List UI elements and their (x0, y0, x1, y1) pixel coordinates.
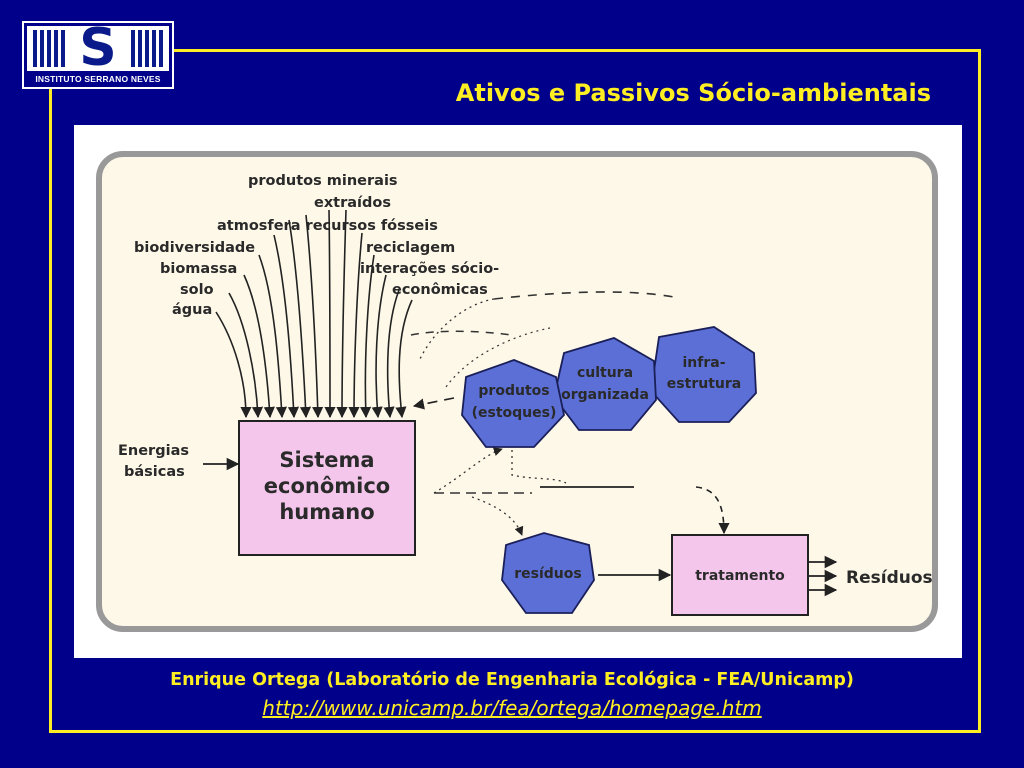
residuos-node-label: resíduos (514, 566, 581, 582)
input-label-economicas: econômicas (392, 282, 488, 298)
input-label-extraidos: extraídos (314, 195, 391, 211)
cultura-line2: organizada (561, 387, 649, 403)
infra-line1: infra- (682, 355, 725, 371)
homepage-link[interactable]: http://www.unicamp.br/fea/ortega/homepag… (262, 696, 762, 720)
cultura-line1: cultura (577, 365, 633, 381)
residuos-blob (501, 532, 595, 614)
diagram-panel: produtos minerais extraídos atmosfera re… (74, 125, 962, 658)
input-label-produtos-minerais: produtos minerais (248, 173, 398, 189)
logo-letter: S (75, 26, 121, 71)
logo-emblem: S (27, 26, 169, 71)
input-label-biodiversidade: biodiversidade (134, 240, 255, 256)
diagram-svg: produtos minerais extraídos atmosfera re… (96, 151, 938, 632)
logo-bars (33, 30, 163, 67)
slide-frame (49, 49, 981, 733)
credit-line: Enrique Ortega (Laboratório de Engenhari… (170, 670, 854, 690)
residuos-output-arrows (808, 555, 838, 597)
slide-title: Ativos e Passivos Sócio-ambientais (455, 79, 931, 107)
produtos-estoques-blob (461, 359, 565, 448)
tratamento-box (671, 534, 809, 616)
produtos-line1: produtos (478, 383, 549, 399)
sistema-line2: econômico (264, 474, 390, 498)
energias-label-line1: Energias (118, 443, 189, 459)
produtos-line2: (estoques) (472, 405, 557, 421)
sistema-line3: humano (279, 500, 374, 524)
input-arrows (215, 209, 413, 419)
input-label-biomassa: biomassa (160, 261, 237, 277)
sistema-box (238, 420, 416, 556)
input-label-solo: solo (180, 282, 214, 298)
infra-line2: estrutura (667, 376, 741, 392)
input-label-interacoes: interações sócio- (360, 261, 499, 277)
sistema-line1: Sistema (279, 448, 374, 472)
logo-text: INSTITUTO SERRANO NEVES (35, 74, 161, 84)
energias-label-line2: básicas (124, 464, 185, 480)
tratamento-label: tratamento (695, 568, 785, 584)
residuos-output-label: Resíduos (846, 568, 933, 588)
input-label-reciclagem: reciclagem (366, 240, 455, 256)
input-label-atmosfera-recursos: atmosfera recursos fósseis (217, 218, 438, 234)
institute-logo: S INSTITUTO SERRANO NEVES (22, 21, 174, 89)
input-label-agua: água (172, 302, 212, 318)
